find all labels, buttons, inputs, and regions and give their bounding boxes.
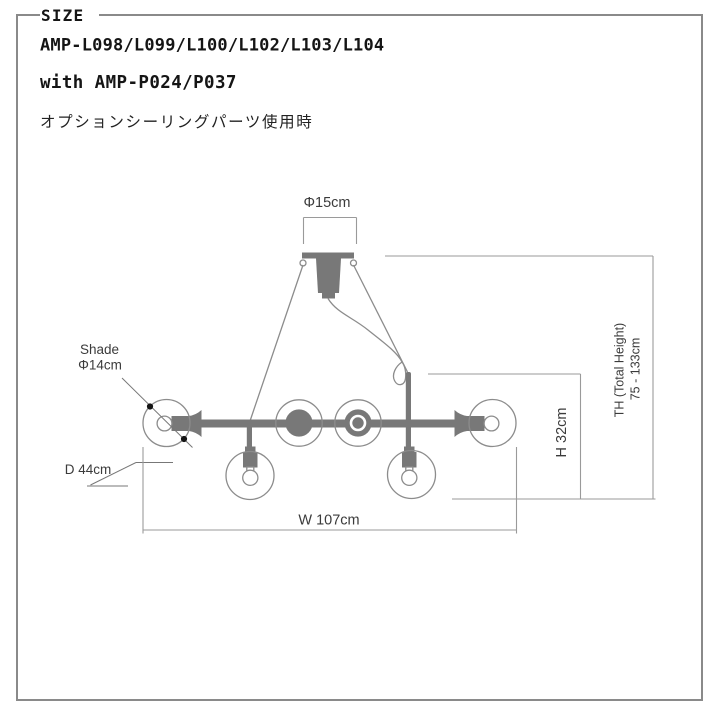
glass-shade-left bbox=[142, 398, 191, 448]
end-shade-left bbox=[142, 398, 202, 448]
socket-left bbox=[171, 416, 189, 431]
suspension-wire-left bbox=[248, 264, 304, 425]
shade-label-line2: Φ14cm bbox=[78, 358, 122, 373]
depth-callout: D 44cm bbox=[65, 462, 173, 487]
riser-rod bbox=[405, 372, 411, 452]
canopy-body bbox=[316, 258, 341, 293]
depth-label: D 44cm bbox=[65, 462, 112, 477]
depth-leader-diagonal bbox=[90, 462, 137, 486]
canopy-diameter-dimension: Φ15cm bbox=[302, 195, 358, 244]
socket-ring-center-2 bbox=[349, 414, 367, 432]
shade-diameter-dot-top bbox=[146, 403, 154, 410]
ceiling-plate bbox=[302, 252, 354, 259]
model-numbers: AMP-L098/L099/L100/L102/L103/L104 bbox=[40, 36, 384, 56]
suspension-wire-right bbox=[352, 264, 409, 373]
bulb-left bbox=[156, 415, 173, 432]
socket-flare-right bbox=[454, 410, 467, 437]
fixture-height-dimension: H 32cm bbox=[428, 373, 582, 499]
socket-disc-center-2 bbox=[344, 409, 372, 437]
shade-label-line1: Shade bbox=[80, 342, 119, 357]
shade-diameter-dot-bottom bbox=[180, 435, 188, 443]
canopy-nub bbox=[322, 293, 335, 299]
total-height-dimension: TH (Total Height) 75 - 133cm bbox=[385, 255, 656, 500]
pendant-stem-left bbox=[246, 427, 252, 452]
center-shade-ring bbox=[334, 399, 382, 447]
width-label: W 107cm bbox=[298, 513, 359, 529]
socket-disc-center-1 bbox=[285, 409, 313, 437]
height-label: H 32cm bbox=[554, 408, 570, 458]
center-shade-solid bbox=[275, 399, 323, 447]
total-height-range: 75 - 133cm bbox=[629, 338, 643, 401]
power-cord bbox=[327, 298, 403, 363]
total-height-label: TH (Total Height) bbox=[613, 323, 627, 417]
glass-shade-right bbox=[468, 398, 517, 448]
page-border-frame bbox=[16, 14, 703, 701]
compatible-parts: with AMP-P024/P037 bbox=[40, 73, 237, 93]
pendant-bulb-right bbox=[401, 469, 418, 487]
socket-right bbox=[467, 416, 485, 431]
pendant-right bbox=[386, 446, 437, 500]
pendant-shade-right bbox=[386, 449, 437, 500]
japanese-note: オプションシーリングパーツ使用時 bbox=[40, 113, 313, 131]
main-bar bbox=[199, 419, 458, 428]
cord-loop bbox=[392, 361, 407, 386]
pendant-taper-left bbox=[245, 446, 256, 454]
pendant-shade-left bbox=[225, 450, 275, 501]
width-dimension: W 107cm bbox=[142, 447, 518, 534]
pendant-bulb-left bbox=[242, 469, 259, 487]
chandelier-body bbox=[142, 372, 517, 501]
pendant-socket-left bbox=[243, 452, 258, 468]
socket-flare-left bbox=[189, 410, 202, 437]
glass-shade-center-1 bbox=[275, 399, 323, 447]
page-title: SIZE bbox=[41, 6, 84, 25]
shade-leader-line bbox=[121, 377, 193, 448]
glass-shade-center-2 bbox=[334, 399, 382, 447]
ceiling-canopy bbox=[248, 252, 409, 425]
pendant-left bbox=[225, 427, 275, 501]
end-shade-right bbox=[454, 398, 517, 448]
pendant-socket-right bbox=[402, 452, 417, 468]
shade-diameter-callout: Shade Φ14cm bbox=[78, 342, 193, 448]
canopy-diameter-label: Φ15cm bbox=[303, 195, 350, 211]
bulb-right bbox=[483, 415, 500, 432]
